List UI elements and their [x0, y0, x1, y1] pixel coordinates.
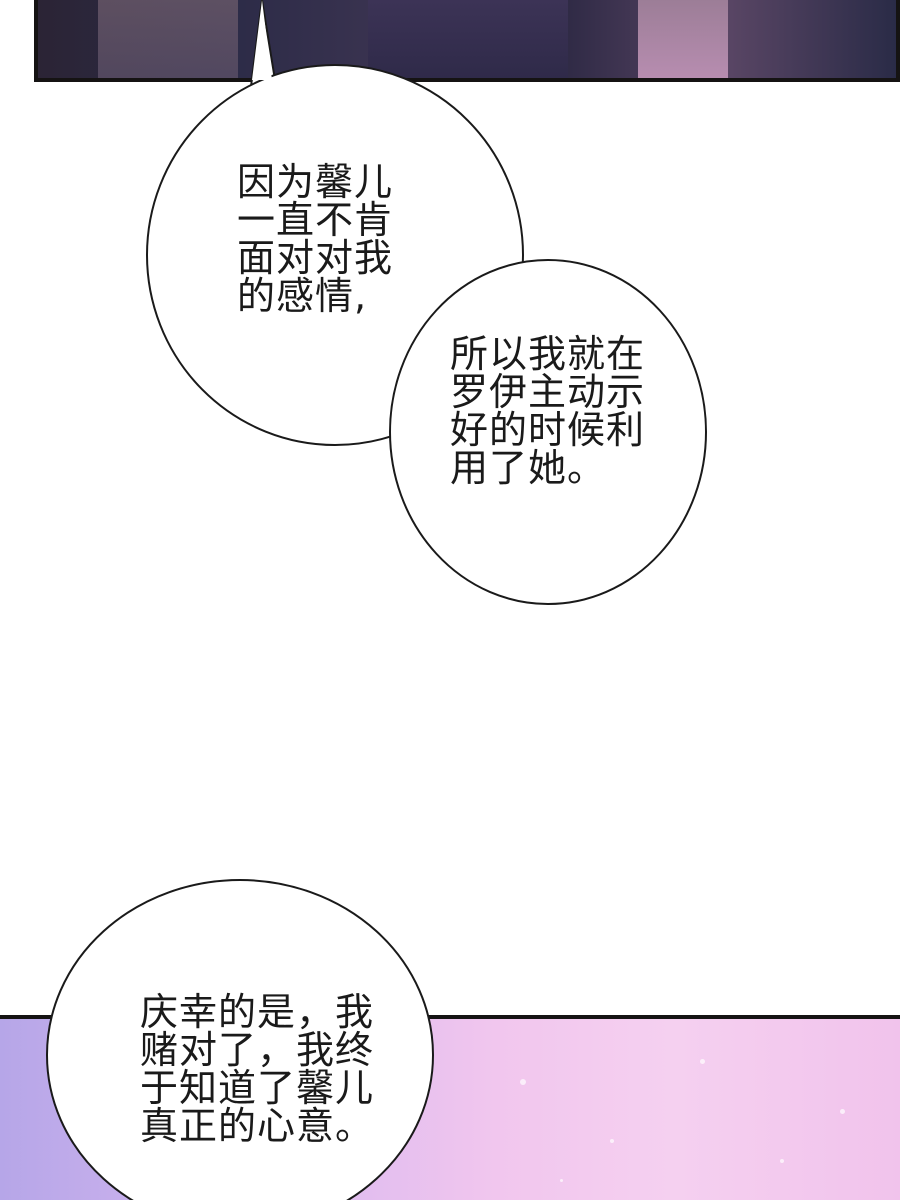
panel-figure-left [98, 0, 238, 78]
bubble2-text: 所以我就在 罗伊主动示 好的时候利 用了她。 [450, 335, 645, 487]
sparkle [520, 1079, 526, 1085]
bubble1-line: 一直不肯 [237, 198, 394, 242]
bubble2-line: 所以我就在 [450, 332, 646, 376]
bubble3-line: 真正的心意。 [140, 1104, 375, 1148]
bubble3-text: 庆幸的是，我 赌对了，我终 于知道了馨儿 真正的心意。 [140, 993, 374, 1145]
bubble1-line: 因为馨儿 [237, 160, 394, 204]
panel-figure-middle [368, 0, 568, 78]
bubble1-line: 面对对我 [237, 236, 394, 280]
bubble2-line: 罗伊主动示 [450, 370, 646, 414]
top-comic-panel [34, 0, 900, 82]
bubble2-line: 好的时候利 [450, 408, 646, 452]
bubble2-line: 用了她。 [450, 446, 607, 490]
sparkle [700, 1059, 705, 1064]
bubble1-line: 的感情, [237, 274, 368, 318]
sparkle [840, 1109, 845, 1114]
bubble3-line: 庆幸的是，我 [140, 990, 375, 1034]
speech-bubble-3 [46, 879, 434, 1200]
panel-figure-right [638, 0, 728, 78]
sparkle [610, 1139, 614, 1143]
sparkle [560, 1179, 563, 1182]
speech-bubble-2 [389, 259, 707, 605]
bubble3-line: 赌对了，我终 [140, 1028, 375, 1072]
bubble1-text: 因为馨儿 一直不肯 面对对我 的感情, [237, 163, 393, 315]
sparkle [780, 1159, 784, 1163]
bubble3-line: 于知道了馨儿 [140, 1066, 375, 1110]
